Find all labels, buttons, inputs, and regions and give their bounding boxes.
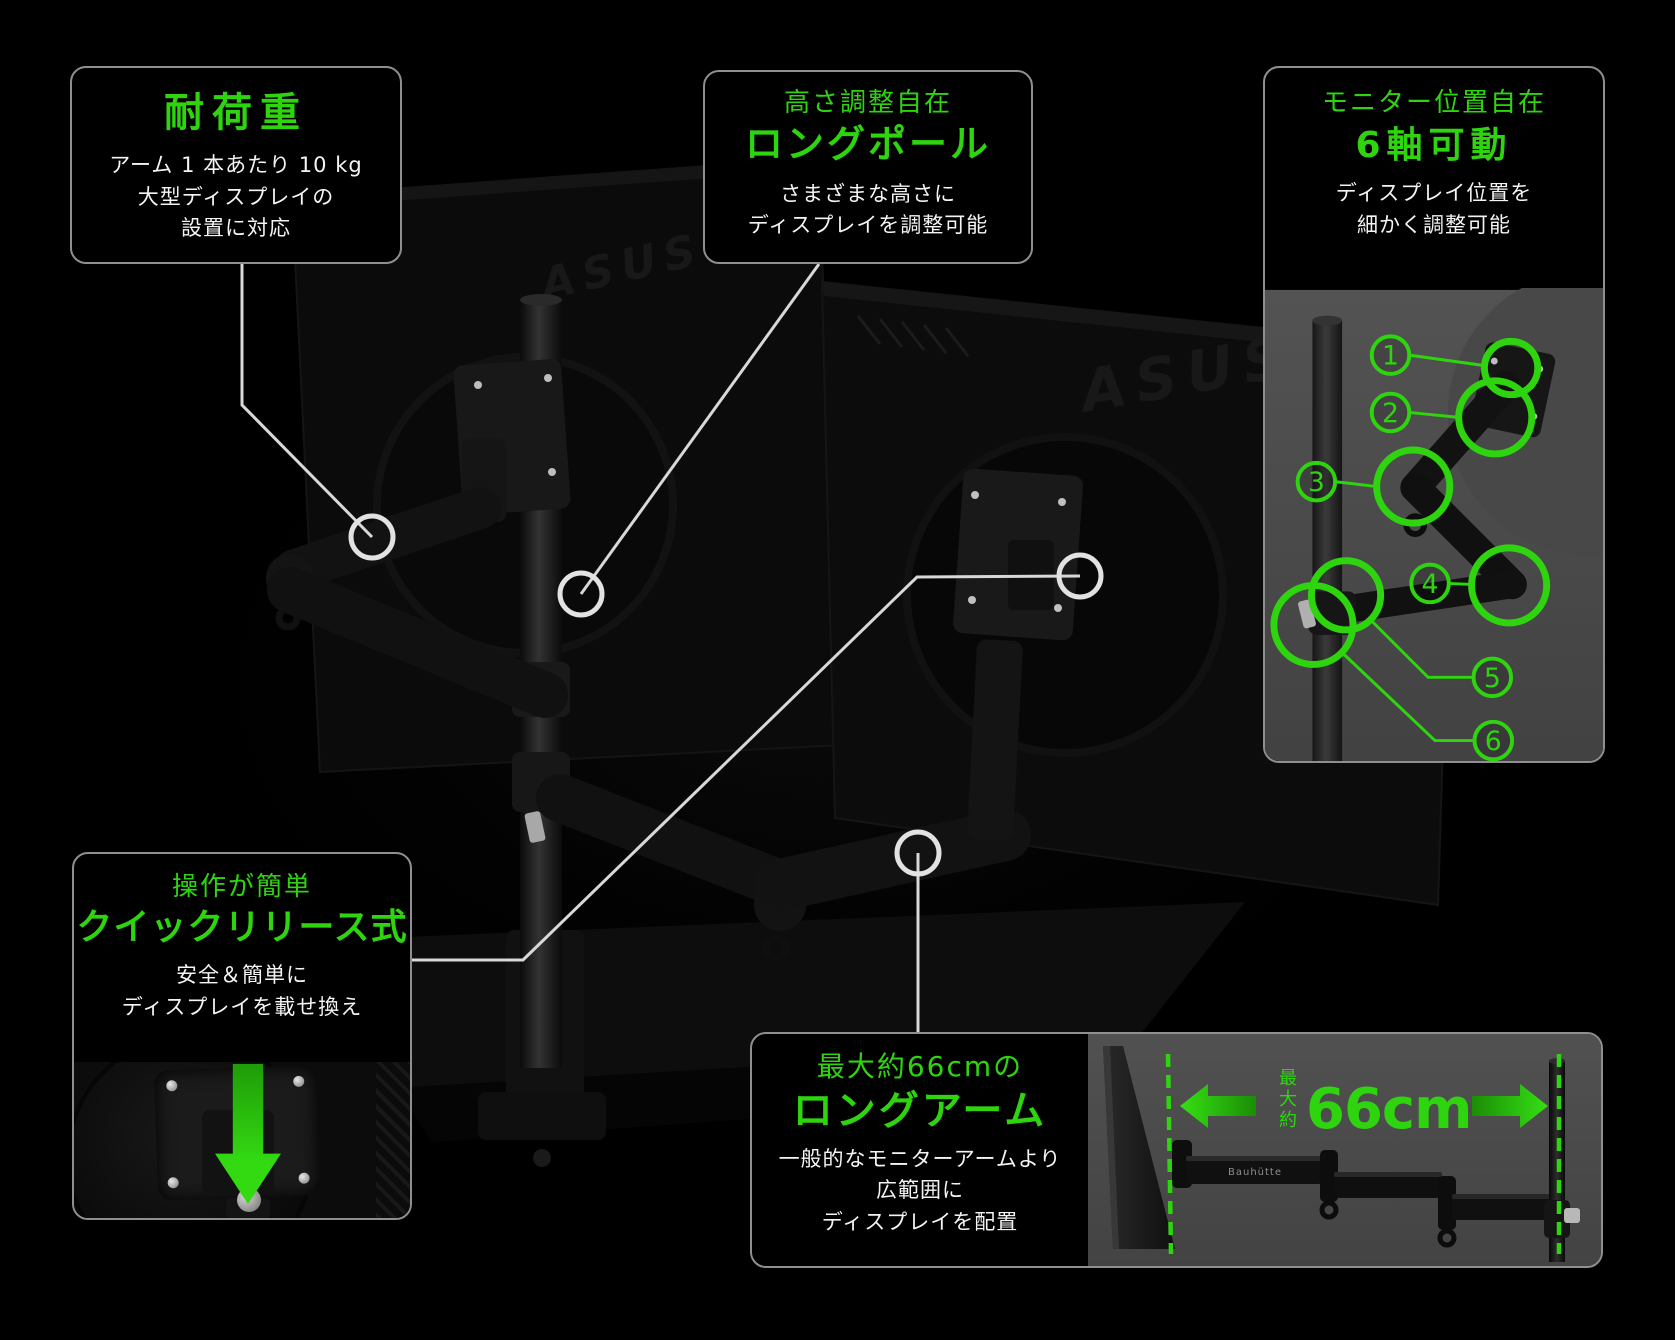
marker-ring-pole — [557, 570, 605, 618]
vent-hatch — [856, 315, 970, 357]
brand-logo-arm: Bauhütte — [1228, 1167, 1282, 1178]
callout-quick-release: 操作が簡単 クイックリリース式 安全＆簡単に ディスプレイを載せ換え — [72, 852, 412, 1220]
quick-release-subtitle: 操作が簡単 — [171, 872, 312, 902]
quick-release-title: クイックリリース式 — [76, 907, 408, 949]
connector-load — [240, 264, 374, 539]
distance-value: 66cm — [1306, 1077, 1471, 1142]
axis-point-number: 6 — [1485, 726, 1502, 757]
marker-ring-right-arm — [894, 829, 942, 877]
callout-long-arm: 最大約66cmの ロングアーム 一般的なモニターアームより 広範囲に ディスプレ… — [750, 1032, 1603, 1268]
load-line: アーム 1 本あたり 10 kg — [109, 153, 363, 177]
right-arrow-icon — [1472, 1084, 1548, 1128]
marker-ring-vesa — [1056, 552, 1104, 600]
axis-point-number: 4 — [1422, 569, 1439, 600]
pole-line: ディスプレイを調整可能 — [747, 213, 989, 238]
left-arm — [266, 359, 571, 718]
six-axis-highlights: 1 2 3 4 5 — [1270, 334, 1551, 761]
reach-diagram: Bauhütte — [1088, 1034, 1601, 1266]
marker-ring-left-arm — [348, 513, 396, 561]
axis-point-number: 3 — [1308, 467, 1325, 498]
six-axis-title: 6軸可動 — [1355, 125, 1513, 167]
axis-point-4: 4 — [1409, 562, 1451, 605]
six-axis-subtitle: モニター位置自在 — [1321, 88, 1546, 118]
max-char: 約 — [1279, 1110, 1297, 1131]
long-arm-line: 広範囲に — [876, 1178, 964, 1203]
six-axis-photo: 1 2 3 4 5 — [1265, 288, 1603, 761]
connector-pole — [579, 263, 821, 595]
max-char: 大 — [1279, 1089, 1297, 1110]
axis-point-number: 1 — [1382, 341, 1399, 372]
axis-point-2: 2 — [1369, 391, 1412, 434]
max-approx-label: 最 大 約 — [1279, 1068, 1297, 1131]
measure-line-left — [1165, 1053, 1174, 1255]
max-char: 最 — [1279, 1068, 1297, 1089]
connector-quick-release — [412, 574, 1081, 962]
callout-six-axis: モニター位置自在 6軸可動 ディスプレイ位置を 細かく調整可能 — [1263, 66, 1605, 763]
right-arm — [536, 468, 1083, 962]
reach-diagram-svg: Bauhütte — [1088, 1034, 1601, 1266]
axis-point-6: 6 — [1472, 719, 1515, 761]
long-arm-line: ディスプレイを配置 — [821, 1209, 1019, 1234]
axis-point-1: 1 — [1369, 334, 1412, 376]
axis-point-number: 2 — [1382, 398, 1399, 429]
long-arm-line: 一般的なモニターアームより — [778, 1146, 1062, 1171]
left-arrow-icon — [1180, 1084, 1256, 1128]
quick-release-line: ディスプレイを載せ換え — [121, 994, 363, 1019]
axis-point-5: 5 — [1471, 656, 1514, 699]
load-title: 耐荷重 — [164, 90, 308, 136]
long-arm-title: ロングアーム — [792, 1087, 1048, 1134]
callout-load-capacity: 耐荷重 アーム 1 本あたり 10 kg 大型ディスプレイの 設置に対応 — [70, 66, 402, 264]
load-line: 設置に対応 — [181, 216, 291, 240]
six-axis-line: 細かく調整可能 — [1357, 212, 1511, 237]
quick-release-line: 安全＆簡単に — [176, 963, 308, 988]
pole-title: ロングポール — [744, 122, 991, 167]
six-axis-line: ディスプレイ位置を — [1335, 181, 1533, 206]
vent-hatch — [376, 1062, 410, 1218]
load-line: 大型ディスプレイの — [137, 184, 335, 209]
axis-point-3: 3 — [1295, 460, 1338, 503]
axis-point-number: 5 — [1484, 663, 1501, 694]
callout-long-pole: 高さ調整自在 ロングポール さまざまな高さに ディスプレイを調整可能 — [703, 70, 1033, 264]
pole-line: さまざまな高さに — [780, 181, 956, 206]
quick-release-photo — [74, 1062, 410, 1218]
long-arm-subtitle: 最大約66cmの — [816, 1050, 1024, 1083]
side-view-arm: Bauhütte — [1186, 1150, 1556, 1248]
pole-subtitle: 高さ調整自在 — [783, 88, 952, 118]
